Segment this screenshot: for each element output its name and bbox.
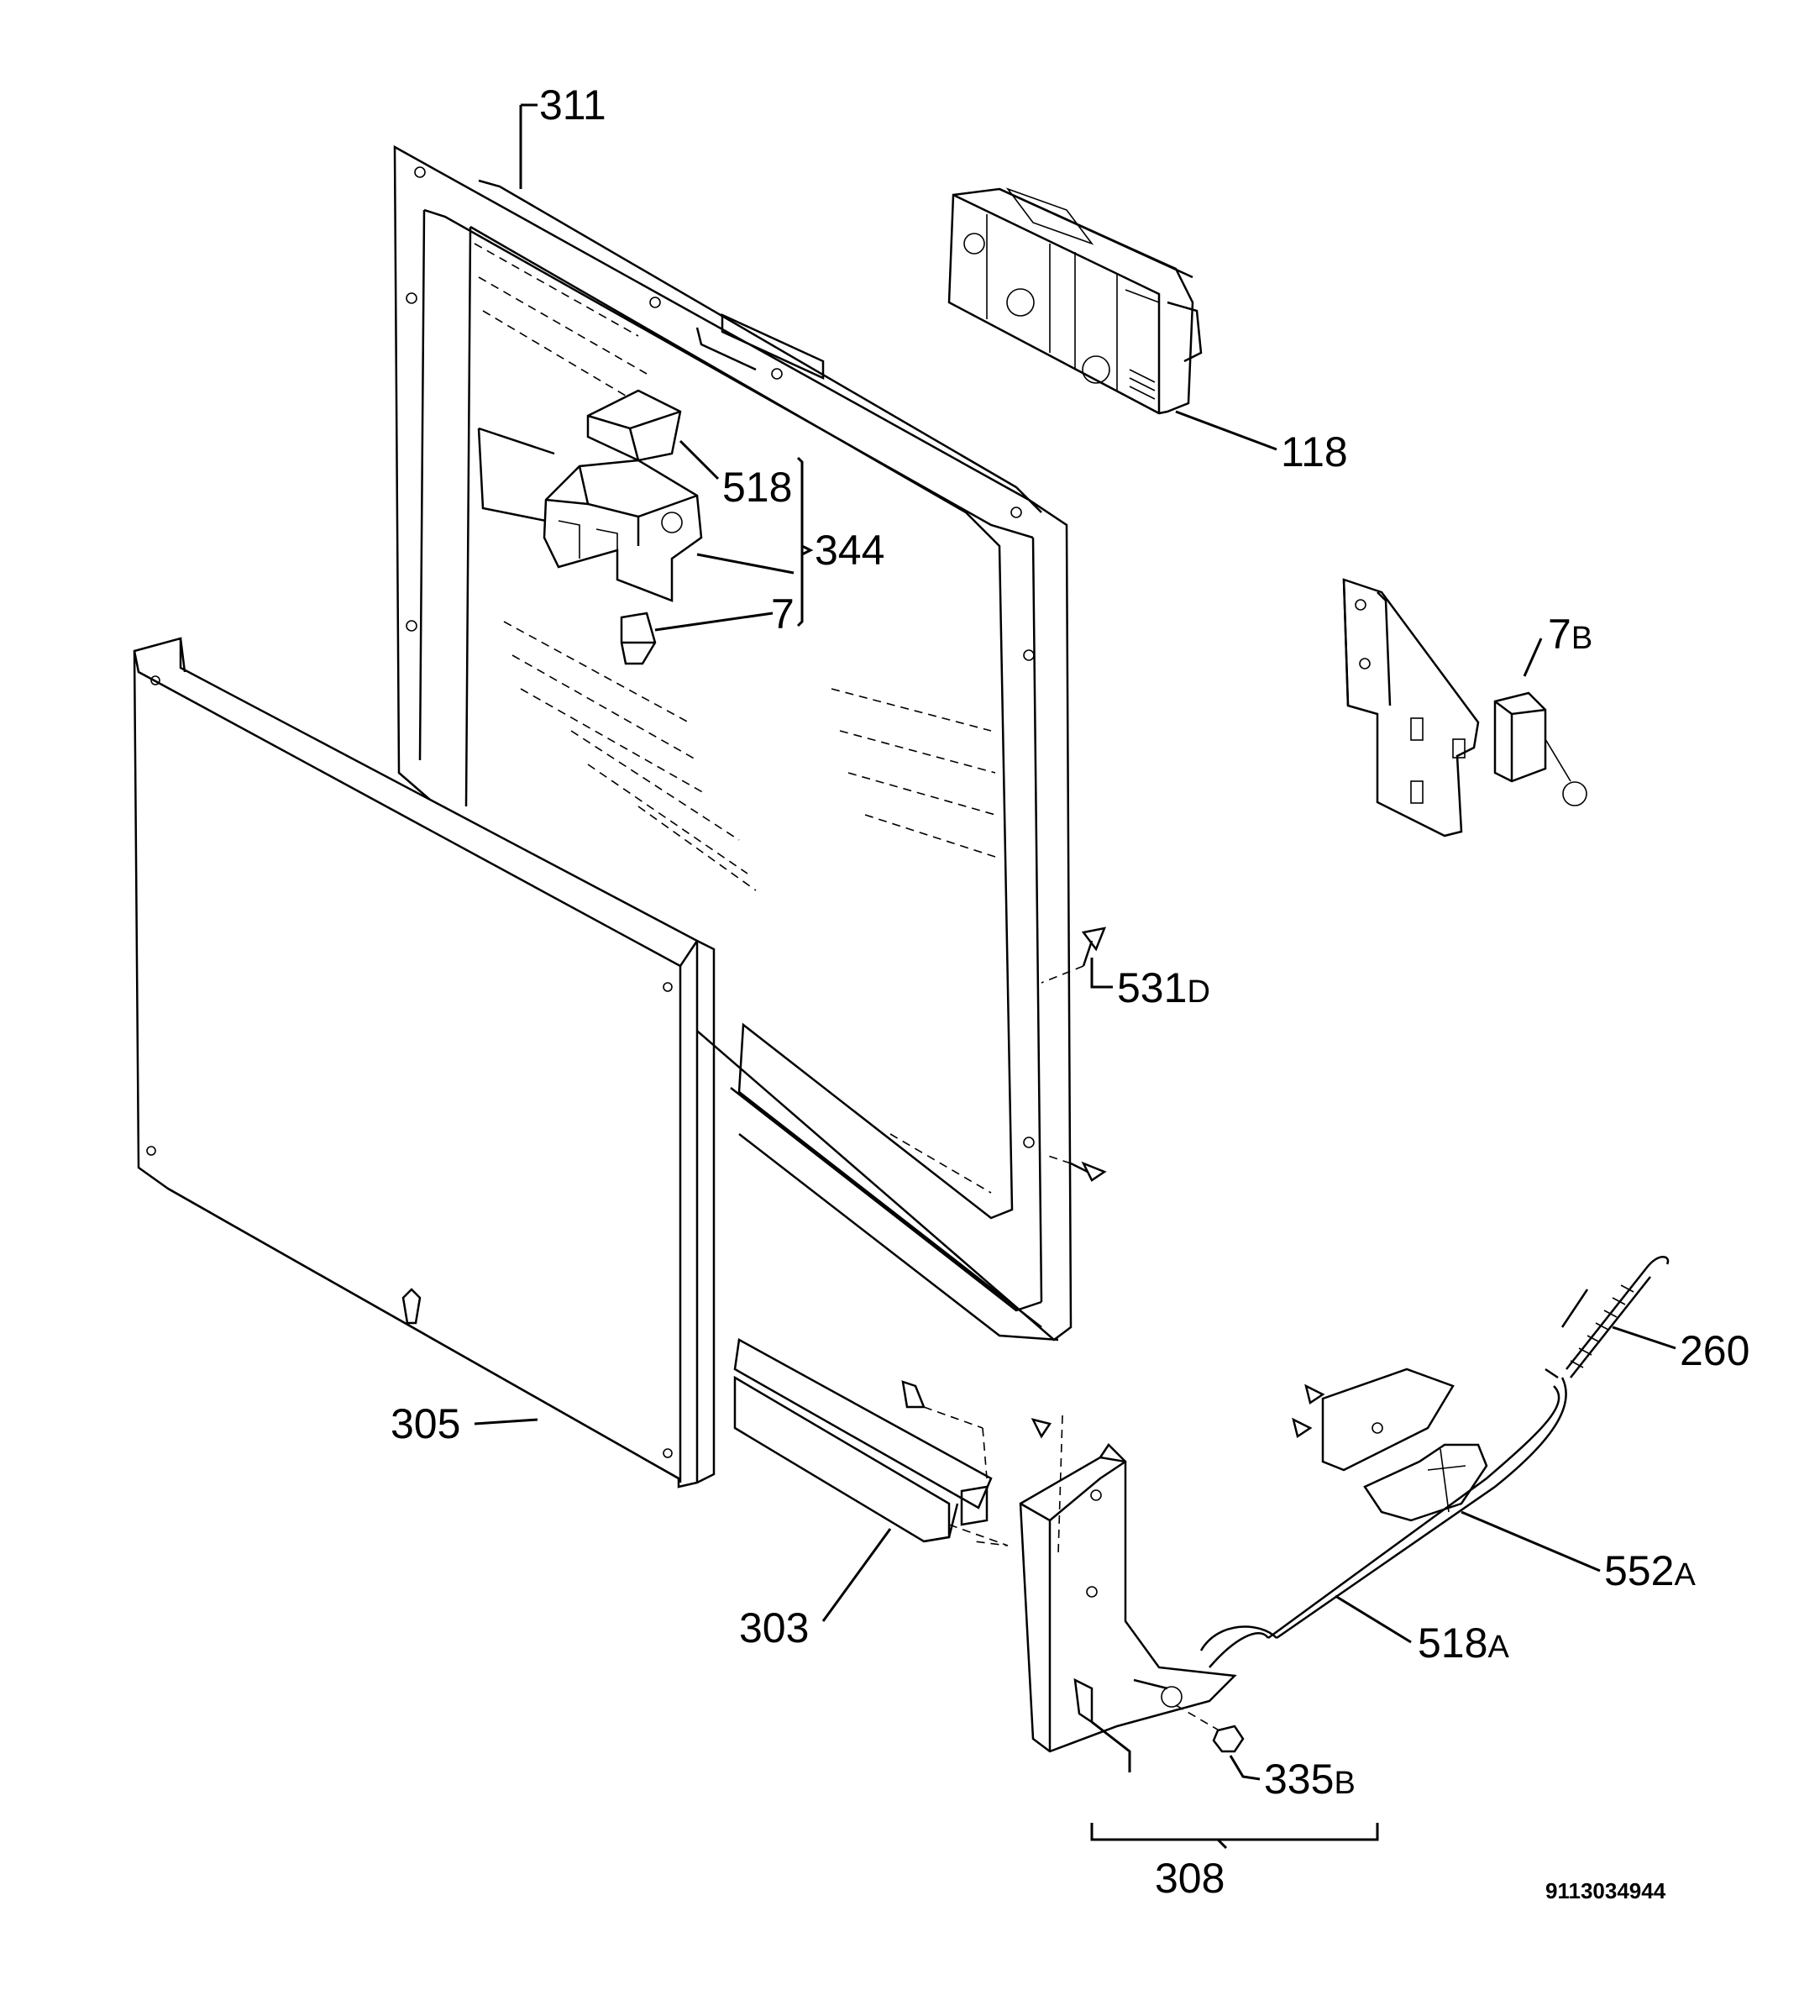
screws-531d xyxy=(1041,927,1107,1182)
cable-guide-552a xyxy=(1292,1368,1488,1522)
label-305: 305 xyxy=(391,1400,460,1447)
label-531d-number: 531 xyxy=(1117,964,1187,1011)
label-518a-number: 518 xyxy=(1418,1620,1487,1667)
door-lock-assembly-344 xyxy=(543,389,703,665)
label-552a-number: 552 xyxy=(1604,1547,1674,1594)
outer-door-panel-305 xyxy=(133,637,716,1488)
label-7b-number: 7 xyxy=(1548,611,1571,658)
label-308: 308 xyxy=(1155,1855,1225,1902)
label-311: 311 xyxy=(539,81,606,129)
label-552a-suffix: A xyxy=(1674,1557,1696,1593)
label-118: 118 xyxy=(1281,428,1348,475)
switch-bracket-7b xyxy=(1342,578,1587,837)
callout-labels: 311 118 518 344 7 7B 531D 260 305 552A 3… xyxy=(391,81,1749,1902)
label-260: 260 xyxy=(1680,1327,1749,1374)
label-531d: 531D xyxy=(1117,964,1210,1011)
spring-260 xyxy=(1545,1256,1670,1379)
label-344: 344 xyxy=(815,527,884,574)
label-7: 7 xyxy=(771,591,795,638)
label-335b-number: 335 xyxy=(1264,1756,1334,1803)
nut-335b xyxy=(1212,1725,1245,1753)
label-7b-suffix: B xyxy=(1571,621,1592,656)
bottom-rail-303 xyxy=(733,1338,1009,1546)
inner-door-panel-311 xyxy=(393,144,1073,1341)
insulation-texture xyxy=(474,243,996,1194)
hinge-308 xyxy=(1019,1415,1237,1753)
detergent-dispenser-118 xyxy=(947,187,1203,415)
label-335b-suffix: B xyxy=(1334,1766,1355,1801)
label-518a: 518A xyxy=(1418,1620,1509,1667)
document-number: 9113034944 xyxy=(1545,1878,1666,1903)
label-518a-suffix: A xyxy=(1487,1630,1509,1665)
label-7b: 7B xyxy=(1548,611,1592,658)
label-552a: 552A xyxy=(1604,1547,1696,1594)
label-303: 303 xyxy=(739,1604,809,1651)
label-531d-suffix: D xyxy=(1187,974,1209,1010)
leader-lines xyxy=(474,103,1676,1850)
label-518: 518 xyxy=(722,464,792,511)
cable-518a xyxy=(1199,1377,1567,1668)
label-335b: 335B xyxy=(1264,1756,1356,1803)
